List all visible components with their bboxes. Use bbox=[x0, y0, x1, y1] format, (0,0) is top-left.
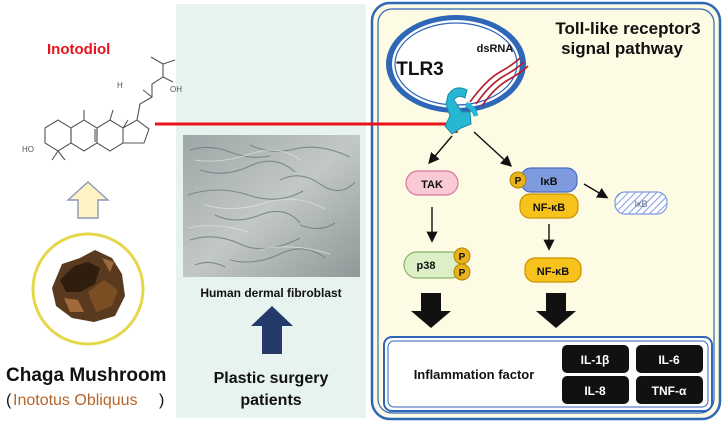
tak-node bbox=[405, 170, 459, 196]
ikb-phospho bbox=[509, 171, 527, 189]
dsrna-label: dsRNA bbox=[477, 43, 514, 55]
ikb-phospho-label: P bbox=[515, 176, 522, 187]
hydroxyl-label-3: OH bbox=[170, 85, 182, 94]
factor-tnfa-label: TNF-α bbox=[652, 384, 687, 398]
hydrogen-label: H bbox=[117, 81, 123, 90]
tlr3-receptor bbox=[444, 87, 472, 135]
ikb-label: IκB bbox=[540, 176, 557, 188]
factor-il1b bbox=[562, 345, 629, 373]
p38-phospho-2-label: P bbox=[459, 268, 466, 279]
hydroxyl-label-1: HO bbox=[22, 145, 34, 154]
fibroblast-caption: Human dermal fibroblast bbox=[200, 286, 341, 300]
nfkb-bound-node bbox=[519, 193, 579, 219]
dsrna-strands bbox=[469, 57, 529, 107]
nfkb-bound-label: NF-κB bbox=[533, 202, 565, 214]
factor-il1b-label: IL-1β bbox=[581, 353, 610, 367]
factor-tnfa bbox=[636, 376, 703, 404]
chaga-mushroom-photo bbox=[31, 232, 145, 346]
source-line-2: patients bbox=[240, 392, 301, 409]
tlr3-label: TLR3 bbox=[396, 59, 444, 80]
mushroom-title: Chaga Mushroom bbox=[6, 365, 166, 386]
inflammation-label: Inflammation factor bbox=[414, 367, 535, 382]
tak-label: TAK bbox=[421, 179, 443, 191]
source-line-1: Plastic surgery bbox=[214, 370, 329, 387]
nfkb-output-arrow bbox=[536, 293, 576, 328]
p38-phospho-2 bbox=[453, 263, 471, 281]
pathway-title-line-2: signal pathway bbox=[561, 39, 683, 58]
inflammation-box bbox=[383, 336, 713, 412]
factor-il8 bbox=[562, 376, 629, 404]
factor-il6 bbox=[636, 345, 703, 373]
p38-phospho-1-label: P bbox=[459, 252, 466, 263]
inotodiol-label: Inotodiol bbox=[47, 41, 110, 58]
factor-il8-label: IL-8 bbox=[584, 384, 606, 398]
mushroom-latin-close: ) bbox=[159, 392, 164, 409]
ikb-degraded-node bbox=[614, 191, 668, 215]
mushroom-latin-open: ( bbox=[6, 392, 12, 409]
ikb-degraded-label: IκB bbox=[634, 199, 647, 209]
fibroblast-micrograph bbox=[183, 135, 360, 277]
mushroom-latin-name: Inototus Obliquus bbox=[13, 392, 138, 409]
p38-output-arrow bbox=[411, 293, 451, 328]
nfkb-free-node bbox=[524, 257, 582, 283]
p38-label: p38 bbox=[417, 260, 436, 272]
donor-arrow bbox=[251, 306, 293, 354]
factor-il6-label: IL-6 bbox=[658, 353, 680, 367]
pathway-title-line-1: Toll-like receptor3 bbox=[555, 19, 700, 38]
inotodiol-structure bbox=[44, 56, 176, 161]
nfkb-free-label: NF-κB bbox=[537, 266, 569, 278]
extraction-arrow bbox=[66, 181, 110, 219]
